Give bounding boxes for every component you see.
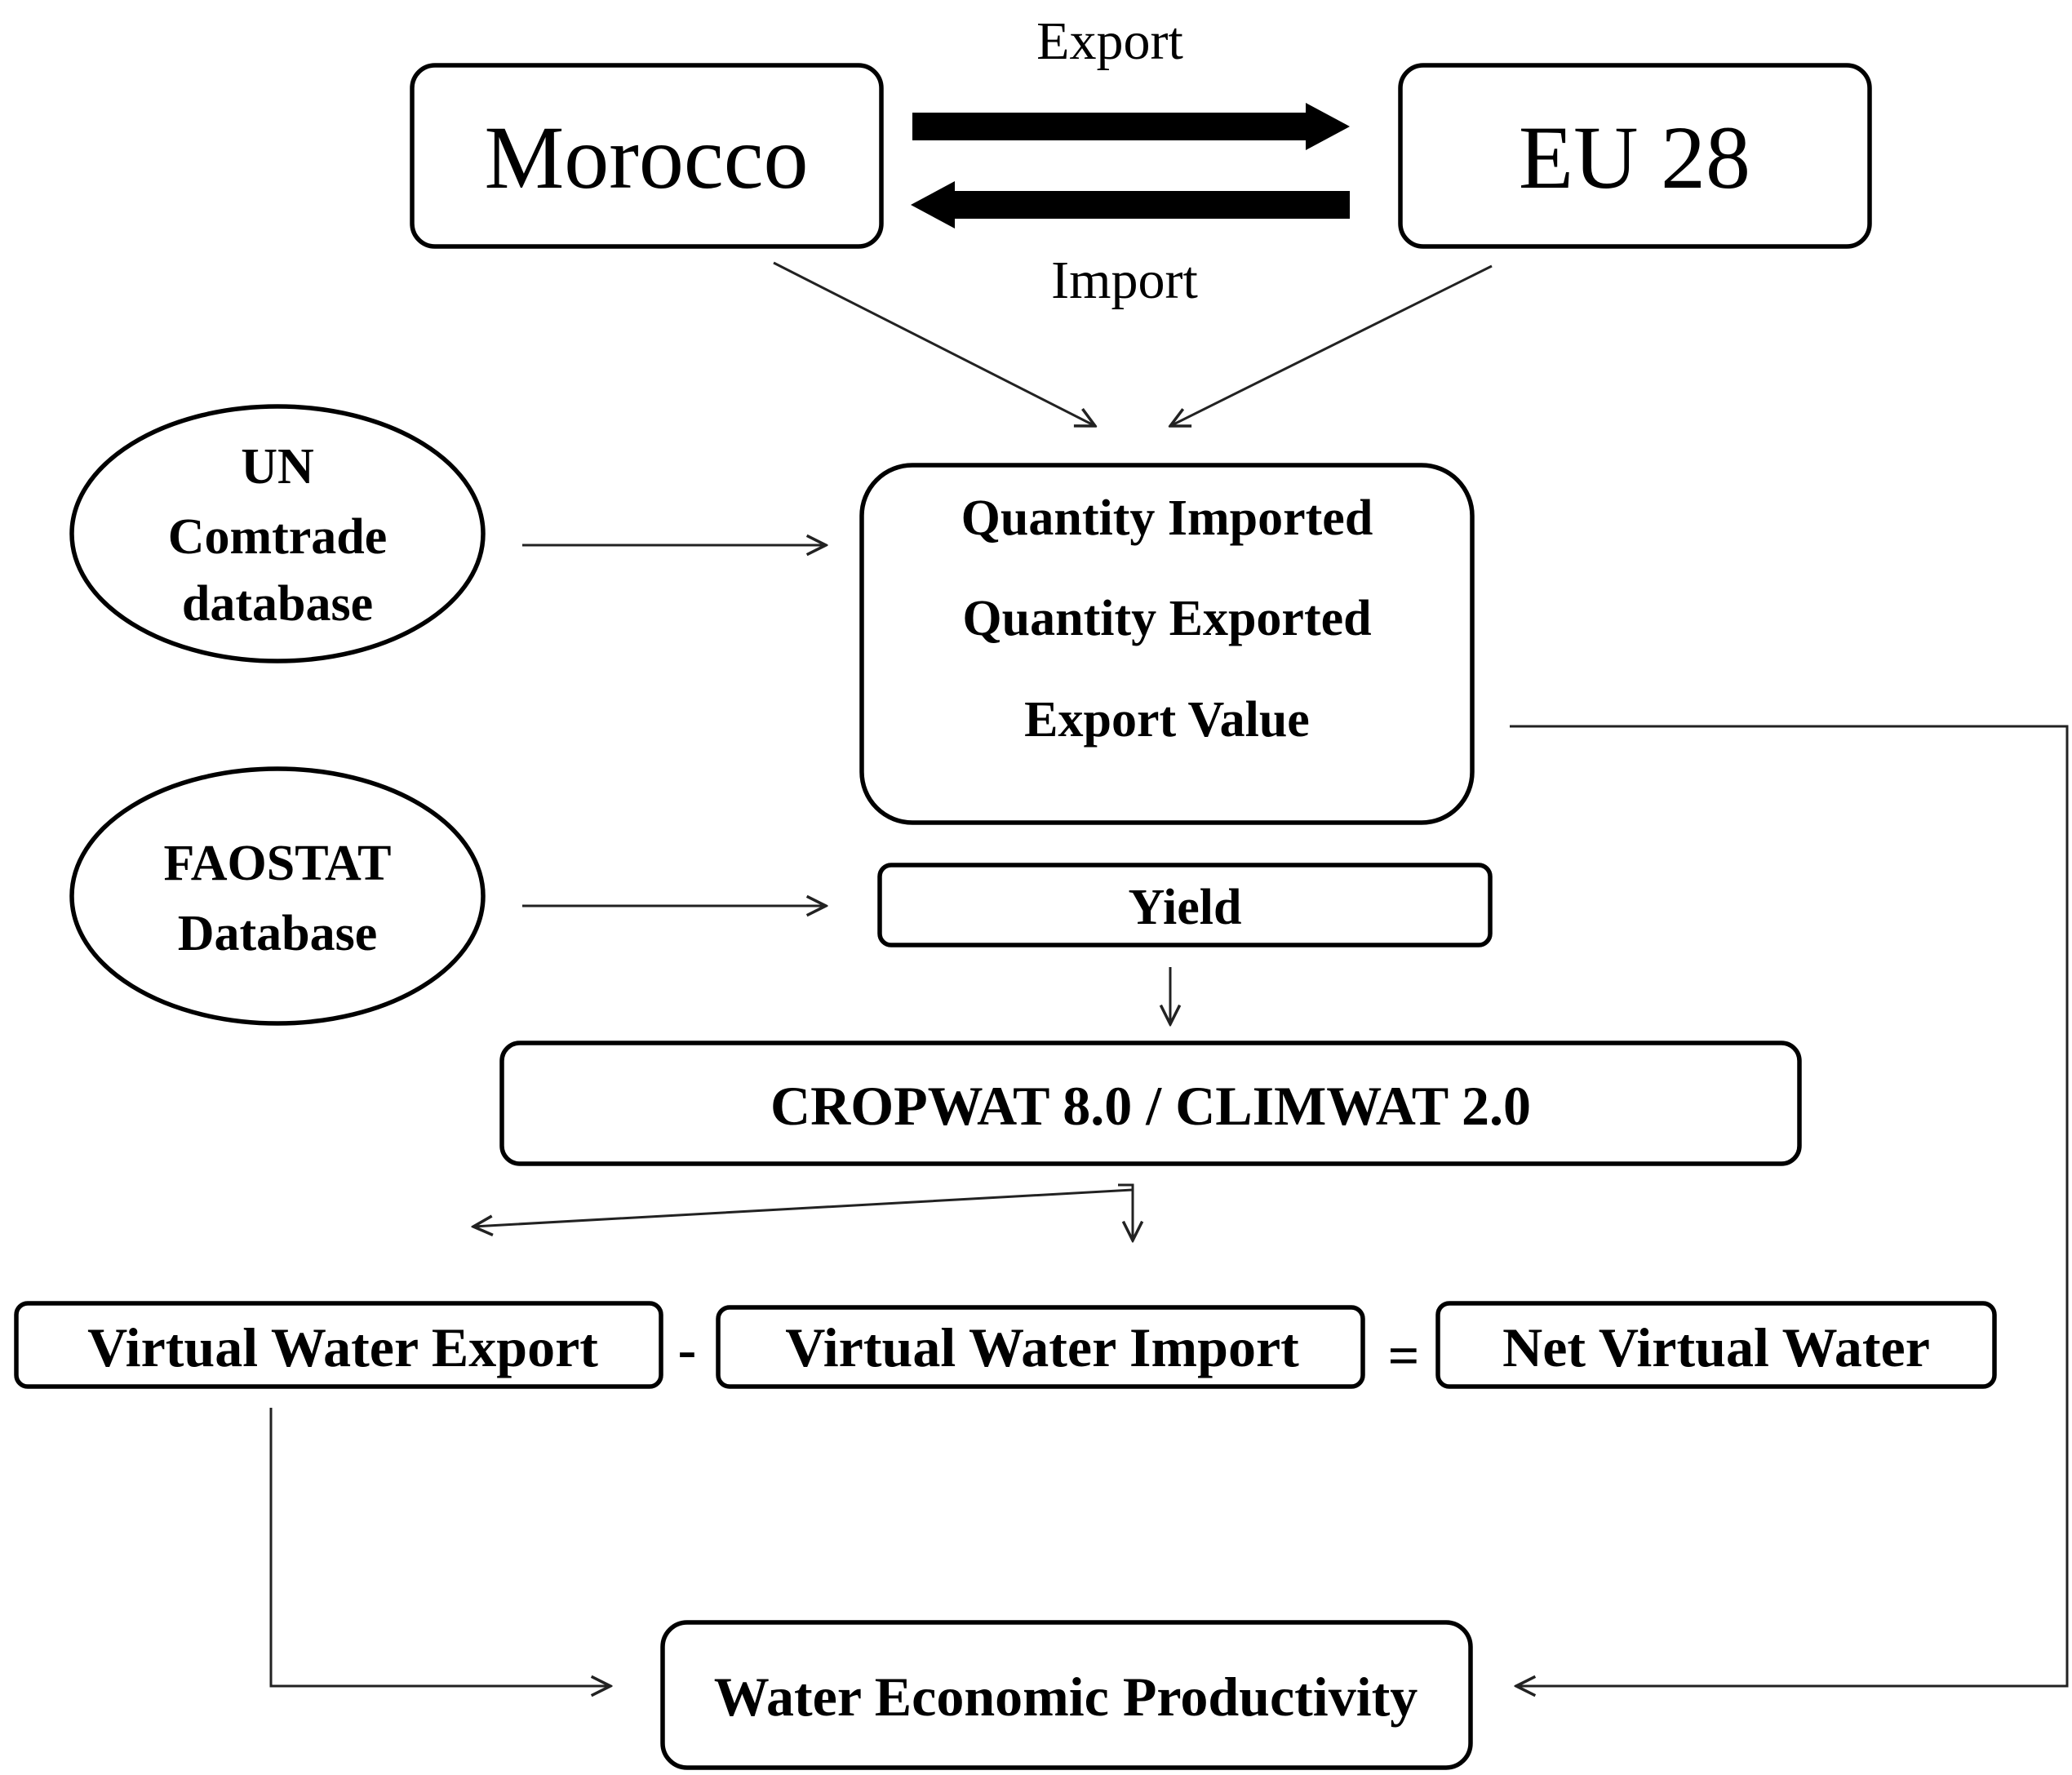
trade-data-box [859, 463, 1475, 825]
eu28-box [1398, 63, 1872, 249]
un-comtrade-line-3: database [182, 576, 373, 632]
faostat-line-2: Database [178, 906, 378, 961]
vw-export-to-wep-arrow [269, 1408, 610, 1686]
un-comtrade-line-2: Comtrade [168, 509, 388, 565]
morocco-label: Morocco [484, 108, 808, 207]
quantity-exported-label: Quantity Exported [962, 591, 1371, 646]
vw-import-label: Virtual Water Import [785, 1316, 1299, 1378]
faostat-line-1: FAOSTAT [163, 836, 391, 891]
yield-label: Yield [1129, 880, 1242, 935]
net-vw-box [1435, 1301, 1997, 1389]
wep-label: Water Economic Productivity [714, 1666, 1418, 1728]
morocco-box [410, 63, 884, 249]
net-vw-label: Net Virtual Water [1502, 1316, 1930, 1378]
vw-export-box [14, 1301, 663, 1389]
equals-operator: = [1388, 1325, 1420, 1387]
wep-box [660, 1620, 1473, 1770]
export-label: Export [1036, 11, 1183, 71]
trade-to-wep-arrow [1510, 725, 2069, 1686]
quantity-imported-label: Quantity Imported [961, 490, 1373, 546]
vw-import-box [716, 1305, 1365, 1389]
import-label: Import [1051, 251, 1198, 310]
export-value-label: Export Value [1024, 692, 1310, 748]
eu28-to-trade-arrow [1170, 264, 1493, 426]
morocco-to-trade-arrow [773, 261, 1095, 426]
eu28-label: EU 28 [1519, 108, 1750, 207]
yield-box [877, 863, 1493, 947]
cropwat-box [499, 1041, 1802, 1166]
import-arrow [911, 181, 1350, 229]
cropwat-label: CROPWAT 8.0 / CLIMWAT 2.0 [770, 1075, 1531, 1137]
vw-export-label: Virtual Water Export [87, 1316, 598, 1378]
un-comtrade-line-1: UN [241, 439, 314, 495]
faostat-ellipse [69, 766, 486, 1026]
export-arrow [912, 103, 1350, 150]
un-comtrade-ellipse [69, 404, 486, 663]
minus-operator: - [678, 1318, 697, 1380]
cropwat-branch-arrows [473, 1183, 1133, 1240]
